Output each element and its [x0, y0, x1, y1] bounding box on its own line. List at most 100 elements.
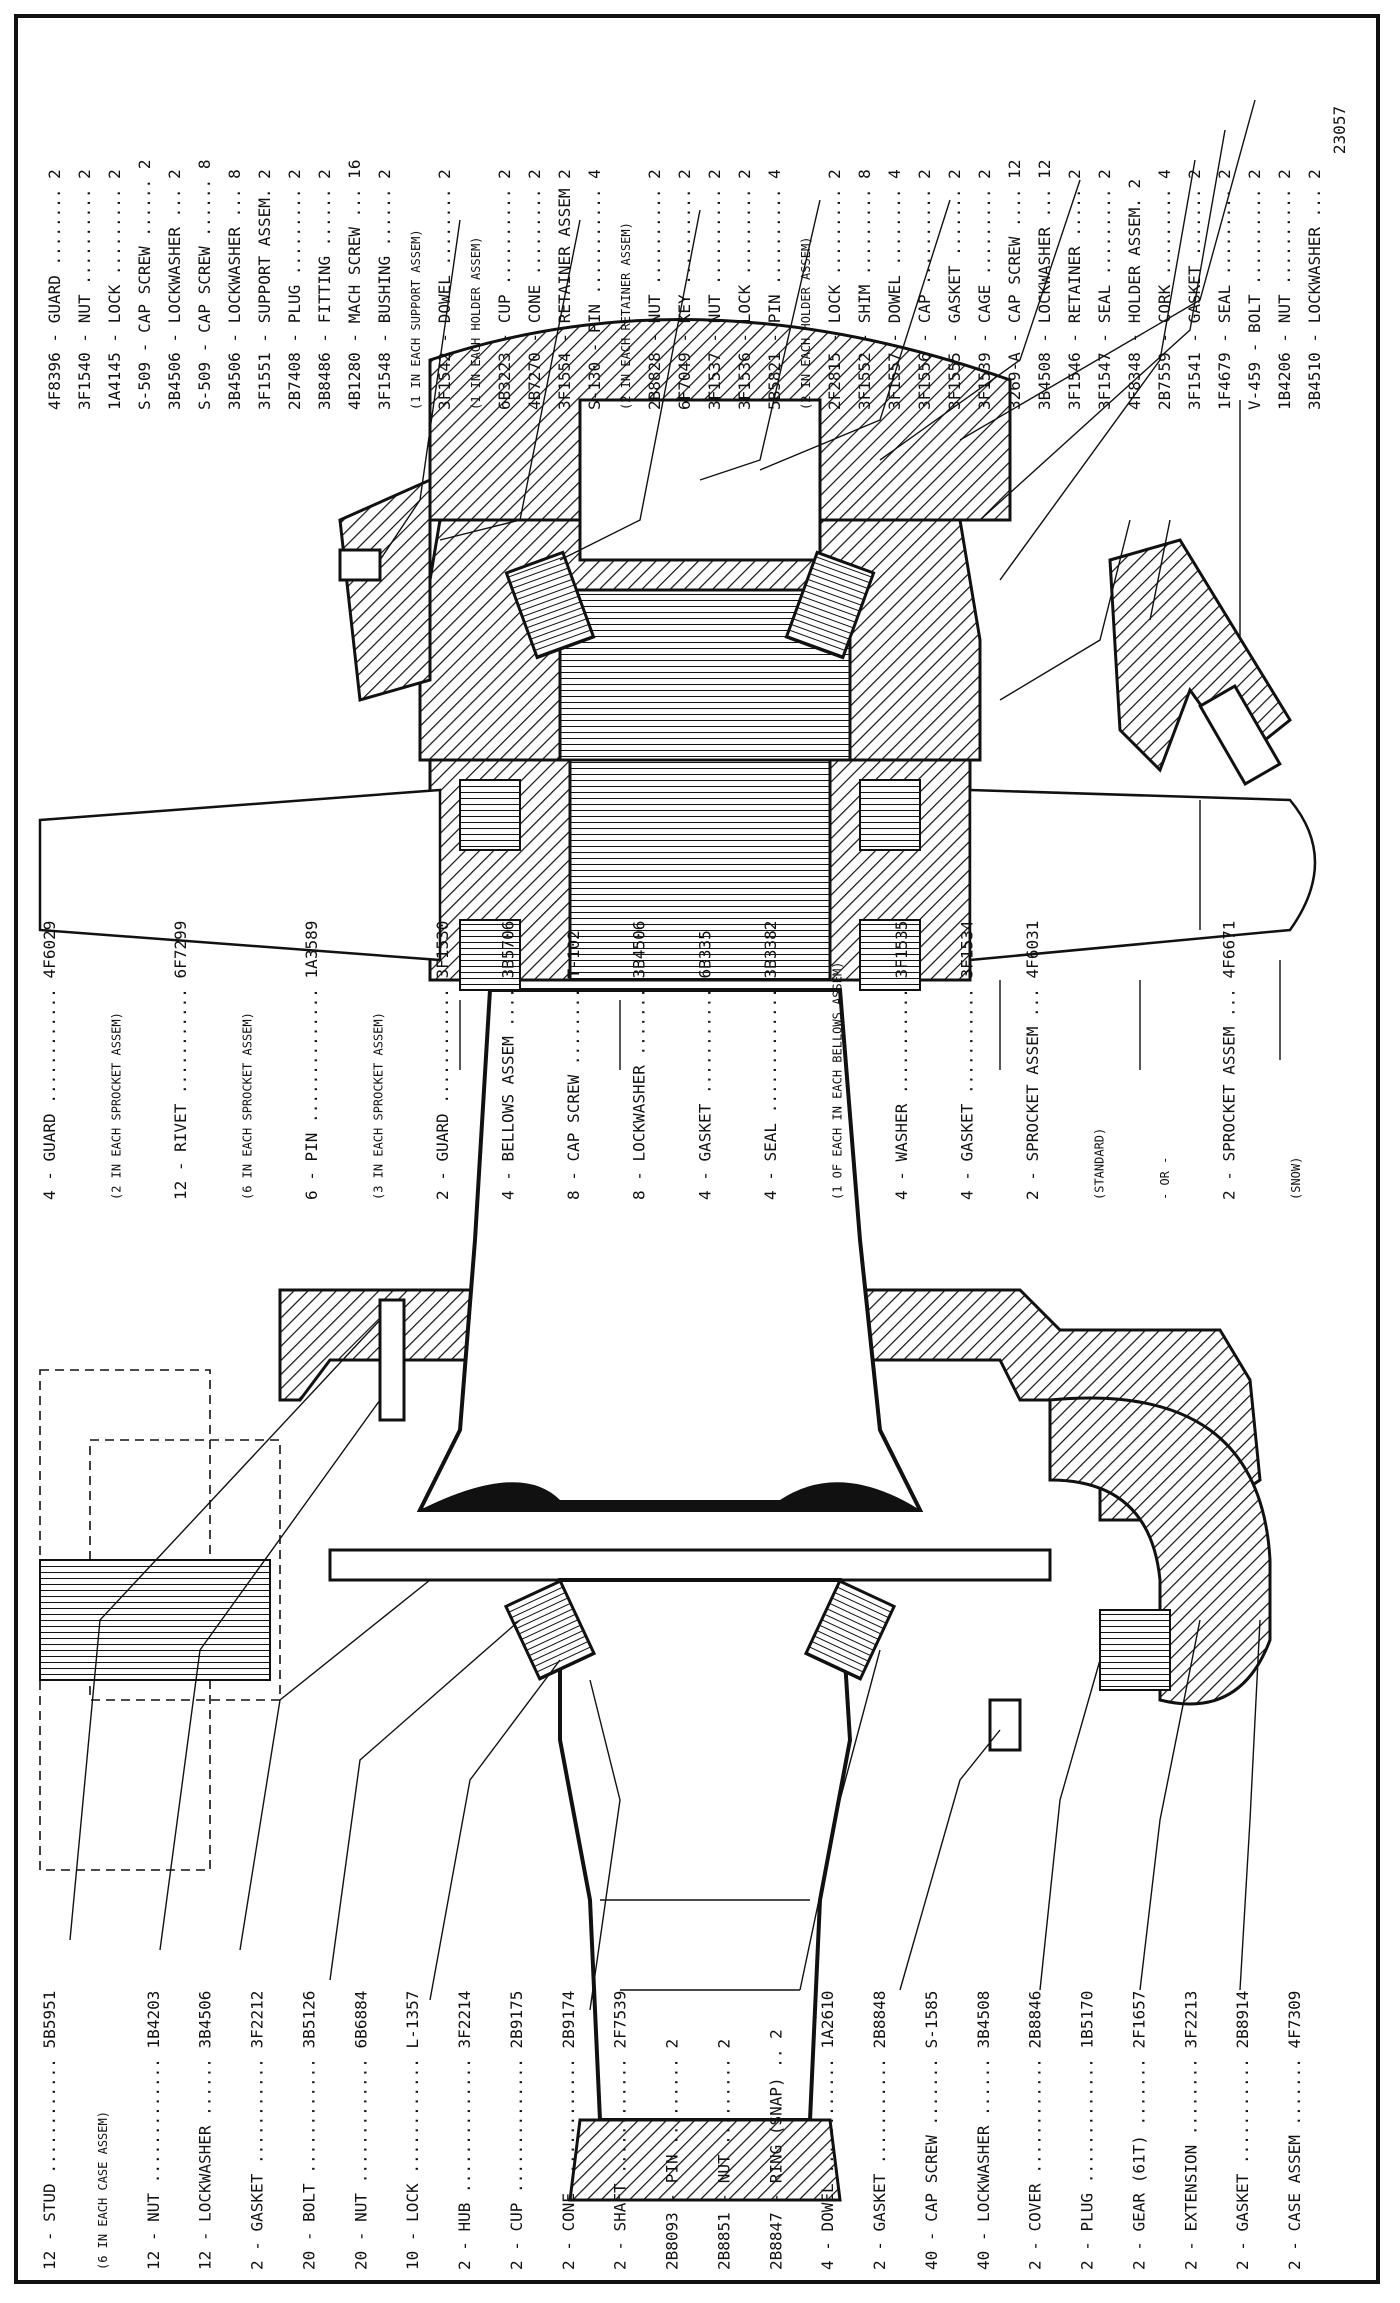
part-label: 2 - CASE ASSEM ....... 4F7309 [1285, 1991, 1304, 2270]
bellows-seal-2 [859, 779, 921, 851]
bellows-seal-3 [459, 919, 521, 991]
part-label: 3F1555 - GASKET ....... 2 [945, 169, 964, 410]
case-assem [1048, 1396, 1272, 1706]
part-label: 3F1554 - RETAINER ASSEM 2 [555, 169, 574, 410]
part-label: 3B4508 - LOCKWASHER ... 12 [1035, 160, 1054, 410]
part-label: 4 - GUARD ............ 4F6029 [40, 921, 59, 1200]
part-label: 3F1546 - RETAINER ..... 2 [1065, 169, 1084, 410]
part-label: 3B8486 - FITTING ...... 2 [315, 169, 334, 410]
part-label: 3F1540 - NUT .......... 2 [75, 169, 94, 410]
part-label: 2B8828 - NUT .......... 2 [645, 169, 664, 410]
part-label: 2 - GASKET ........... 3F2212 [248, 1991, 267, 2270]
part-label: 2 - GASKET ........... 2B8914 [1233, 1991, 1252, 2270]
part-label: 40 - CAP SCREW ....... S-1585 [922, 1991, 941, 2270]
part-label: 20 - NUT ............. 6B6884 [351, 1991, 370, 2270]
part-label: 3F1556 - CAP .......... 2 [915, 169, 934, 410]
part-label: 4F8348 - HOLDER ASSEM. 2 [1125, 179, 1144, 410]
part-label: 3F1557 - DOWEL ........ 4 [885, 169, 904, 410]
part-label: (STANDARD) [1092, 1128, 1106, 1200]
gear-61t-section [1099, 1609, 1171, 1691]
leader-lines [69, 99, 1281, 2011]
part-label: 2 - SHAFT ............ 2F7539 [611, 1991, 630, 2270]
part-label: 4 - BELLOWS ASSEM .... 3B5706 [499, 921, 518, 1200]
part-label: 8 - CAP SCREW ........ T-102 [564, 930, 583, 1200]
part-label: 2 - CONE ............. 2B9174 [559, 1991, 578, 2270]
part-label: 6F7049 - KEY .......... 2 [675, 169, 694, 410]
part-label: 1F4679 - SEAL ......... 2 [1215, 169, 1234, 410]
part-label: 4 - WASHER ........... 3F1535 [892, 921, 911, 1200]
lower-bearing-right [803, 1579, 897, 1681]
part-label: 3F1536 - LOCK ......... 2 [735, 169, 754, 410]
part-label: 3F1537 - NUT .......... 2 [705, 169, 724, 410]
support-assem [338, 477, 432, 702]
part-label: 2B7559 - CORK ......... 4 [1155, 169, 1174, 410]
part-label: 8 - LOCKWASHER ....... 3B4506 [630, 921, 649, 1200]
drive-shaft-cone [416, 988, 924, 1512]
part-label: 3F1539 - CAGE ......... 2 [975, 169, 994, 410]
part-label: 12 - NUT ............. 1B4203 [144, 1991, 163, 2270]
case-stud [378, 1298, 406, 1422]
bellows-seal-1 [459, 779, 521, 851]
part-label: V-459 - BOLT .......... 2 [1245, 169, 1264, 410]
part-label: 1A4145 - LOCK ......... 2 [105, 169, 124, 410]
part-label: 1B4206 - NUT .......... 2 [1275, 169, 1294, 410]
part-label: 2 - GASKET ........... 2B8848 [870, 1991, 889, 2270]
part-label: 2B8093 - PIN ......... 2 [663, 2039, 682, 2270]
part-label: 3F1552 - SHIM ......... 8 [855, 169, 874, 410]
part-label: 5B5821 - PIN .......... 4 [765, 169, 784, 410]
part-label: 3F1547 - SEAL ......... 2 [1095, 169, 1114, 410]
part-label: 2F2815 - LOCK ......... 2 [825, 169, 844, 410]
part-label: 3F1541 - GASKET ....... 2 [1185, 169, 1204, 410]
figure-frame [14, 14, 1380, 2284]
part-label: 3B4506 - LOCKWASHER ... 2 [165, 169, 184, 410]
part-label: 6 - PIN .............. 1A3589 [302, 921, 321, 1200]
part-label: 6B3223 - CUP .......... 2 [495, 169, 514, 410]
part-label: (1 IN EACH HOLDER ASSEM) [469, 237, 483, 410]
part-label: (1 OF EACH IN EACH BELLOWS ASSEM) [830, 962, 844, 1200]
part-label: (2 IN EACH RETAINER ASSEM) [619, 222, 633, 410]
parts-list-middle: 4 - GUARD ............ 4F6029 (2 IN EACH … [40, 921, 1303, 1200]
part-label: 40 - LOCKWASHER ...... 3B4508 [974, 1991, 993, 2270]
part-label: 4 - DOWEL ............ 1A2610 [818, 1991, 837, 2270]
part-label: 3B4510 - LOCKWASHER ... 2 [1305, 169, 1324, 410]
part-label: (2 IN EACH SPROCKET ASSEM) [110, 1012, 124, 1200]
sprocket-arm-left [38, 788, 442, 962]
bellows-seal-4 [859, 919, 921, 991]
part-label: (2 IN EACH HOLDER ASSEM) [799, 237, 813, 410]
parts-list-bottom: 12 - STUD ............ 5B5951(6 IN EACH … [40, 1991, 1304, 2270]
flange-plate [328, 1548, 1052, 1582]
part-label: (3 IN EACH SPROCKET ASSEM) [372, 1012, 386, 1200]
part-label: 3F1551 - SUPPORT ASSEM. 2 [255, 169, 274, 410]
part-label: 12 - RIVET ........... 6F7299 [171, 921, 190, 1200]
part-label: 4B1280 - MACH SCREW ... 16 [345, 160, 364, 410]
part-label: 4 - SEAL ............. 3B3382 [761, 921, 780, 1200]
part-label: (6 IN EACH CASE ASSEM) [96, 2111, 110, 2270]
part-label: 4 - GASKET ........... 3F1534 [957, 921, 976, 1200]
part-label: 4B7270 - CONE ......... 2 [525, 169, 544, 410]
part-label: 2 - SPROCKET ASSEM ... 4F6031 [1023, 921, 1042, 1200]
part-label: 12 - LOCKWASHER ...... 3B4506 [196, 1991, 215, 2270]
part-label: 3F1542 - DOWEL ........ 2 [435, 169, 454, 410]
part-label: 10 - LOCK ............ L-1357 [403, 1991, 422, 2270]
part-label: 2 - SPROCKET ASSEM ... 4F6671 [1220, 921, 1239, 1200]
part-label: 4 - GASKET ........... 6B335 [695, 930, 714, 1200]
part-label: 3B4506 - LOCKWASHER ... 8 [225, 169, 244, 410]
part-label: 2B8851 - NUT ......... 2 [714, 2039, 733, 2270]
part-label: S-509 - CAP SCREW ...... 2 [135, 160, 154, 410]
holder-bolt [1198, 683, 1282, 787]
part-label: 2 - CUP .............. 2B9175 [507, 1991, 526, 2270]
part-label: 3269-A - CAP SCREW .... 12 [1005, 160, 1024, 410]
shaft-end-nut [568, 2118, 842, 2202]
part-label: (1 IN EACH SUPPORT ASSEM) [409, 229, 423, 410]
part-label: 20 - BOLT ............ 3B5126 [299, 1991, 318, 2270]
part-label: 2 - EXTENSION ........ 3F2213 [1181, 1991, 1200, 2270]
tapered-bearing-left [504, 550, 596, 660]
tapered-bearing-right [784, 550, 876, 660]
lower-bearing-left [503, 1579, 597, 1681]
part-label: 2 - GUARD ............ 3F1530 [433, 921, 452, 1200]
part-label: (SNOW) [1289, 1157, 1303, 1200]
final-drive-cross-section [38, 318, 1317, 2202]
part-label: 2B7408 - PLUG ......... 2 [285, 169, 304, 410]
part-label: - OR - [1158, 1157, 1172, 1200]
